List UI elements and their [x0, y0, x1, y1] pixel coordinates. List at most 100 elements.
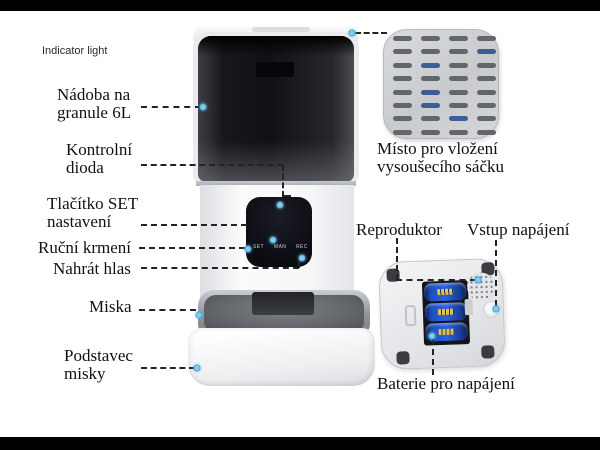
lid-handle — [252, 27, 310, 32]
leader-led-h — [141, 164, 283, 166]
vent-slot — [393, 103, 412, 108]
leader-voice-h — [141, 267, 299, 269]
label-power-input: Vstup napájení — [467, 220, 570, 239]
rubber-foot — [396, 351, 410, 365]
leader-battery — [432, 339, 434, 375]
label-bowl-base: Podstavec misky — [64, 347, 133, 383]
vent-slot — [449, 76, 468, 82]
vent-slot — [449, 89, 468, 95]
label-batteries: Baterie pro napájení — [377, 374, 515, 393]
vent-slot — [449, 129, 468, 135]
label-led-line1: Kontrolní — [66, 140, 133, 159]
vent-slot — [421, 76, 440, 82]
vent-slot — [477, 129, 496, 135]
vent-slot — [393, 76, 412, 82]
vent-slot — [421, 103, 440, 108]
vent-slot — [393, 49, 412, 55]
leader-base — [141, 367, 195, 369]
battery — [424, 302, 468, 322]
label-led-line2: dioda — [66, 158, 104, 177]
label-base-line2: misky — [64, 364, 106, 383]
side-tab — [464, 298, 474, 316]
vent-slot — [421, 89, 440, 95]
letterbox-bottom — [0, 437, 600, 450]
vent-slot — [449, 103, 468, 108]
label-desiccant-line2: vysoušecího sáčku — [377, 157, 505, 176]
vent-slot — [393, 36, 412, 41]
set-button-label: SET — [253, 244, 264, 250]
label-hopper-line2: granule 6L — [57, 103, 132, 122]
vent-slot — [449, 116, 468, 122]
vent-slot — [421, 129, 440, 135]
callout-dot-manual — [244, 245, 252, 253]
food-chute — [252, 292, 314, 315]
vent-slot — [477, 62, 496, 68]
label-hopper: Nádoba na granule 6L — [57, 86, 131, 122]
vent-slot — [449, 36, 468, 41]
battery-label-band — [438, 328, 455, 336]
leader-speaker-h — [396, 279, 476, 281]
vent-slot — [477, 76, 496, 82]
hopper-inner-recess — [256, 62, 294, 77]
battery-label-band — [437, 308, 455, 316]
desiccant-vent-detail — [383, 29, 499, 139]
leader-set — [141, 224, 247, 226]
battery-label-band — [437, 288, 454, 296]
label-desiccant: Místo pro vložení vysoušecího sáčku — [377, 140, 504, 176]
vent-slot — [477, 89, 496, 95]
label-manual-feed: Ruční krmení — [38, 238, 132, 257]
callout-dot-power — [492, 305, 500, 313]
leader-voice-v — [298, 261, 300, 268]
leader-vent — [355, 32, 387, 34]
callout-dot-bowl — [195, 311, 203, 319]
speaker-grille — [466, 272, 496, 302]
callout-dot-led — [276, 201, 284, 209]
label-base-line1: Podstavec — [64, 346, 133, 365]
vent-slot — [421, 36, 440, 41]
vent-slot — [421, 49, 440, 55]
vent-slot — [393, 62, 412, 68]
rubber-foot — [481, 345, 495, 359]
vent-slot — [421, 62, 440, 68]
leader-led-v — [282, 165, 284, 197]
vent-slot — [477, 49, 496, 55]
bowl-base — [188, 328, 375, 386]
letterbox-top — [0, 0, 600, 11]
leader-led-tick — [283, 195, 291, 197]
label-set-line2: nastavení — [47, 212, 112, 231]
rec-button-label: REC — [296, 244, 308, 250]
callout-dot-base — [193, 364, 201, 372]
callout-dot-set — [269, 236, 277, 244]
vent-slot — [393, 116, 412, 122]
callout-dot-voice — [298, 254, 306, 262]
label-set-button: Tlačítko SET nastavení — [47, 195, 138, 231]
callout-dot-vent — [348, 29, 356, 37]
label-set-line1: Tlačítko SET — [47, 194, 139, 213]
vent-slot — [477, 116, 496, 122]
leader-hopper — [141, 106, 201, 108]
callout-dot-speaker — [474, 276, 482, 284]
leader-bowl — [139, 309, 196, 311]
label-desiccant-line1: Místo pro vložení — [377, 139, 498, 158]
hopper-gloss-highlight — [198, 36, 354, 182]
leader-manual — [139, 247, 245, 249]
label-bowl: Miska — [89, 297, 132, 316]
callout-dot-hopper — [199, 103, 207, 111]
vent-slot — [449, 62, 468, 68]
side-latch — [404, 304, 417, 327]
vent-slot — [477, 103, 496, 108]
label-hopper-line1: Nádoba na — [57, 85, 131, 104]
label-indicator-light: Indicator light — [42, 45, 108, 57]
battery — [423, 282, 467, 302]
vent-slot — [393, 89, 412, 95]
manual-button-label: MAN — [274, 244, 287, 250]
label-record-voice: Nahrát hlas — [53, 259, 131, 278]
hopper-body-seam — [196, 181, 356, 186]
leader-speaker-v — [396, 238, 398, 280]
label-speaker: Reproduktor — [356, 220, 442, 239]
vent-slot — [449, 49, 468, 55]
vent-slot — [421, 116, 440, 122]
vent-slot — [393, 129, 412, 135]
label-control-led: Kontrolní dioda — [66, 141, 132, 177]
